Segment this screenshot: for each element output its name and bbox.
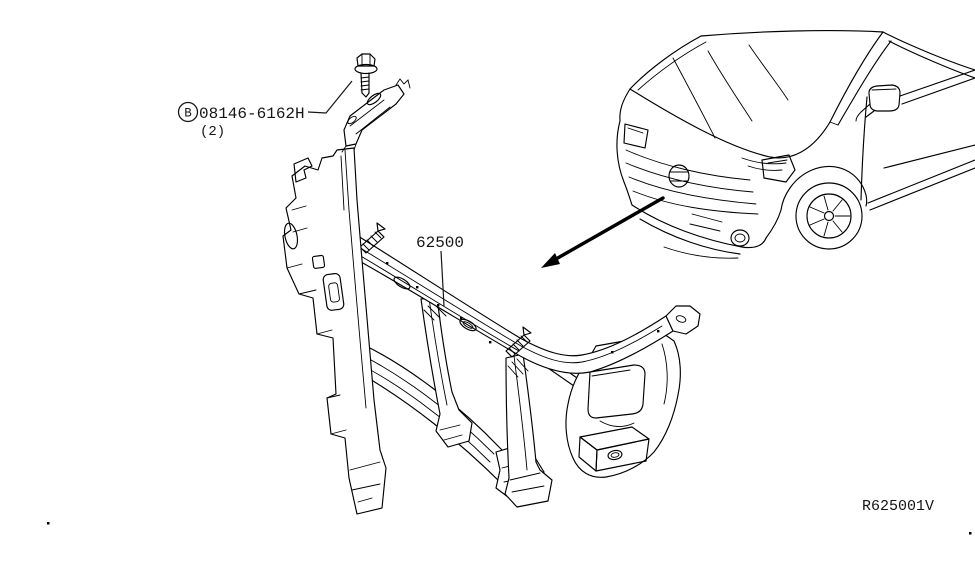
left-side-pillar bbox=[282, 147, 387, 515]
headlamp-aperture bbox=[587, 364, 646, 419]
stray-dot-right bbox=[969, 532, 972, 535]
vehicle-front-illustration bbox=[616, 30, 975, 259]
upper-mounting-bracket bbox=[341, 78, 411, 153]
core-support-part-number: 62500 bbox=[416, 234, 464, 252]
front-fender-arch bbox=[765, 165, 868, 239]
right-pillar-gusset-hatch bbox=[507, 358, 529, 378]
right-headlamp bbox=[761, 154, 796, 183]
core-support-leader-line bbox=[440, 250, 445, 307]
corrugated-clip-left bbox=[359, 222, 386, 254]
door-seam bbox=[860, 96, 868, 201]
arrowhead bbox=[541, 253, 560, 268]
bolt-part-number: 08146-6162H bbox=[199, 105, 305, 123]
grille-strakes bbox=[625, 149, 759, 215]
a-pillar bbox=[829, 31, 884, 123]
bolt-leader-line bbox=[307, 80, 353, 114]
wheel-spokes bbox=[809, 195, 851, 237]
front-wheel-rim bbox=[806, 193, 852, 239]
front-tire bbox=[795, 182, 863, 250]
fog-lamp bbox=[730, 229, 750, 247]
bolt-badge-circle bbox=[177, 101, 199, 123]
bolt-badge-letter: B bbox=[184, 107, 192, 121]
upper-bar-right-tip-bracket bbox=[665, 305, 701, 335]
location-arrow bbox=[541, 196, 665, 268]
side-mirror bbox=[855, 84, 901, 122]
bolt-callout: B 08146-6162H (2) bbox=[177, 80, 353, 140]
center-stay-gusset-hatch bbox=[423, 300, 453, 321]
upper-tie-bar bbox=[351, 235, 674, 374]
mounting-bolt-illustration bbox=[354, 53, 378, 98]
center-stay bbox=[420, 296, 473, 448]
hood-creases bbox=[672, 44, 789, 139]
left-headlamp bbox=[623, 123, 649, 149]
stray-dot-left bbox=[47, 522, 50, 525]
bolt-thread-hatch bbox=[360, 76, 370, 91]
left-top-hook bbox=[293, 157, 313, 183]
core-support-callout: 62500 bbox=[416, 234, 464, 307]
bolt-quantity: (2) bbox=[200, 124, 225, 140]
right-center-pillar bbox=[504, 353, 553, 508]
windshield-base bbox=[629, 88, 831, 159]
radiator-core-support-illustration bbox=[282, 78, 701, 515]
diagram-reference-code: R625001V bbox=[862, 498, 934, 515]
corrugated-clip-center bbox=[505, 326, 532, 358]
nissan-emblem bbox=[668, 164, 690, 188]
